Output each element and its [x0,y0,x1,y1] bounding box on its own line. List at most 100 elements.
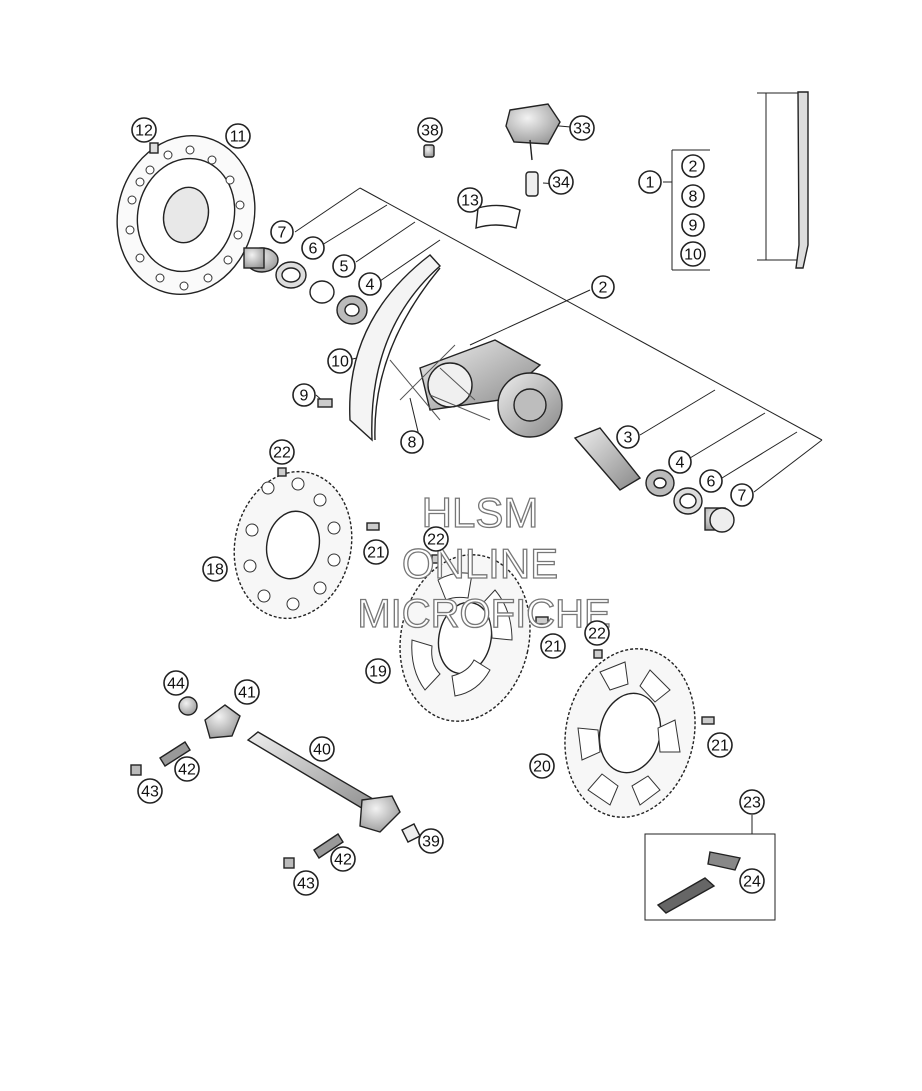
callout-circle [269,439,295,465]
callout-c18: 18 [202,556,228,582]
axle-drawing [178,696,421,843]
callout-c5: 5 [332,254,356,278]
disc-bolt-drawing [149,142,159,154]
callout-c12a: 12 [131,117,157,143]
callout-number: 4 [676,455,685,472]
callout-circle [457,187,483,213]
callout-c11: 11 [225,123,251,149]
callout-number: 8 [689,189,698,206]
sprocket-19-drawing [399,554,531,722]
sprocket-18-drawing [233,470,353,620]
watermark: HLSM ONLINE MICROFICHE [357,488,612,636]
callout-c1-10: 10 [680,241,706,267]
callout-number: 44 [167,676,185,693]
callout-c1-2: 2 [681,154,705,178]
watermark-line-3: MICROFICHE [357,592,610,636]
callout-circle [174,756,200,782]
callout-circle [739,868,765,894]
callout-c41: 41 [234,679,260,705]
callout-number: 10 [331,354,349,371]
callout-number: 21 [544,639,562,656]
callout-number: 22 [273,445,291,462]
callout-number: 6 [309,241,318,258]
callout-number: 7 [278,225,287,242]
callout-number: 40 [313,742,331,759]
callout-circle [332,254,356,278]
callout-number: 39 [422,834,440,851]
callout-c10: 10 [327,348,353,374]
rim-tape-drawing [475,204,521,229]
callout-circle [418,828,444,854]
callout-c1-9: 9 [681,213,705,237]
callout-number: 2 [599,280,608,297]
callout-c1: 1 [638,170,662,194]
callout-circle [363,539,389,565]
callout-c21b: 21 [540,633,566,659]
callout-circle [540,633,566,659]
callout-number: 7 [738,488,747,505]
callout-circle [730,483,754,507]
callout-c42b: 42 [330,846,356,872]
callout-circle [234,679,260,705]
callout-circle [163,670,189,696]
callout-circle [330,846,356,872]
callout-c4b: 4 [668,450,692,474]
spoke-nipple-drawing [317,398,333,408]
callout-circle [591,275,615,299]
callout-c33: 33 [569,115,595,141]
callout-number: 22 [588,626,606,643]
callout-c39: 39 [418,828,444,854]
callout-circle [529,753,555,779]
callout-c3: 3 [616,425,640,449]
callout-circle [569,115,595,141]
callout-number: 10 [684,247,702,264]
callout-circle [739,789,765,815]
chain-drawing [656,851,741,914]
callout-circle [417,117,443,143]
callout-number: 21 [367,545,385,562]
callout-number: 24 [743,874,761,891]
callout-circle [400,430,424,454]
callout-c21a: 21 [363,539,389,565]
callout-number: 38 [421,123,439,140]
callout-c43a: 43 [137,778,163,804]
callout-c7a: 7 [270,220,294,244]
callout-number: 13 [461,193,479,210]
callout-number: 8 [408,435,417,452]
callout-c43b: 43 [293,870,319,896]
callout-c21c: 21 [707,732,733,758]
callout-c6b: 6 [699,469,723,493]
callout-number: 42 [334,852,352,869]
callout-number: 9 [689,218,698,235]
callout-c8: 8 [400,430,424,454]
callout-c13: 13 [457,187,483,213]
callout-circle [699,469,723,493]
brake-disc-drawing [116,135,256,295]
callout-number: 5 [340,259,349,276]
sprocket-screws-drawing [277,467,715,725]
spoke-length-drawing [795,91,809,269]
callout-c1-8: 8 [681,184,705,208]
callout-number: 23 [743,795,761,812]
rim-lock-drawing [505,103,561,197]
callout-number: 42 [178,762,196,779]
callout-number: 22 [427,532,445,549]
callout-circle [638,170,662,194]
callout-c44: 44 [163,670,189,696]
sprocket-20-drawing [564,648,696,818]
callout-c4a: 4 [358,272,382,296]
callout-number: 2 [689,159,698,176]
callout-circle [680,241,706,267]
watermark-line-2: ONLINE [402,540,558,587]
parts-drawings [116,91,809,914]
callout-circle [131,117,157,143]
rim-and-hub-drawing [349,254,563,442]
callout-c23: 23 [739,789,765,815]
callout-circle [270,220,294,244]
callout-circle [584,620,610,646]
left-spacers-drawing [243,247,368,325]
callout-c24: 24 [739,868,765,894]
callout-c38: 38 [417,117,443,143]
